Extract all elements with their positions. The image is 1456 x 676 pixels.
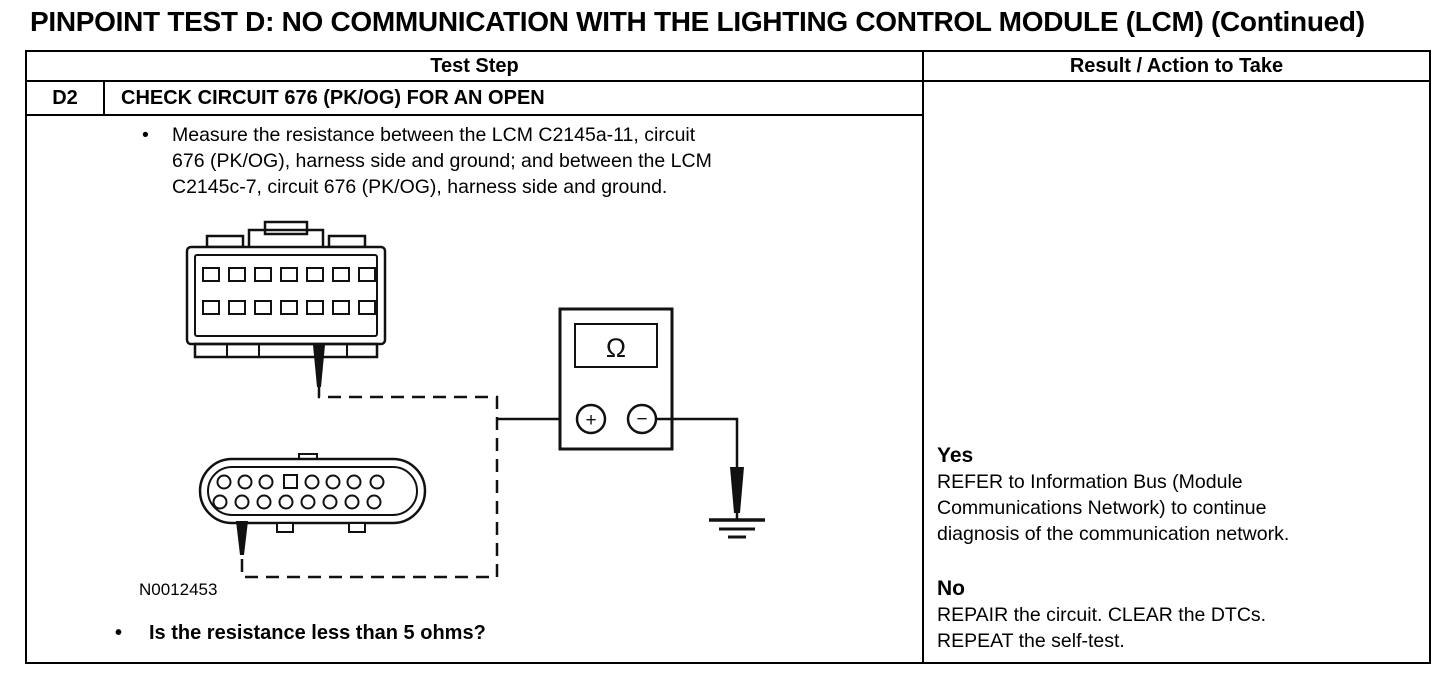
- plus-terminal-icon: [575, 403, 607, 435]
- figure-label: N0012453: [139, 580, 218, 599]
- plus-terminal-label: +: [585, 410, 596, 431]
- step-id-cell: D2: [27, 82, 105, 114]
- page-title: PINPOINT TEST D: NO COMMUNICATION WITH T…: [30, 6, 1365, 37]
- probe-pin-bottom-icon: [236, 521, 248, 555]
- question-block: • Is the resistance less than 5 ohms?: [115, 622, 486, 645]
- column-divider: [922, 52, 924, 662]
- header-underline-left: [27, 80, 922, 82]
- no-label: No: [937, 577, 965, 600]
- yes-action-text: REFER to Information Bus (Module Communi…: [937, 471, 1290, 545]
- test-step-column-header: Test Step: [430, 55, 519, 77]
- multimeter-icon: Ω + −: [558, 307, 674, 451]
- pinpoint-test-table: Test Step Result / Action to Take D2 CHE…: [25, 50, 1431, 664]
- yes-label: Yes: [937, 444, 974, 467]
- circuit-test-diagram: Ω + −: [185, 220, 765, 579]
- step-title-cell: CHECK CIRCUIT 676 (PK/OG) FOR AN OPEN: [107, 82, 922, 114]
- step-row-underline: [27, 114, 922, 116]
- connector-top-icon: [185, 220, 387, 359]
- bullet-icon: •: [115, 622, 123, 644]
- instruction-text: Measure the resistance between the LCM C…: [172, 124, 712, 198]
- no-action-text: REPAIR the circuit. CLEAR the DTCs. REPE…: [937, 604, 1267, 652]
- minus-terminal-label: −: [636, 409, 647, 430]
- bullet-icon: •: [142, 124, 149, 146]
- ohm-symbol: Ω: [606, 333, 626, 363]
- test-lead-minus-icon: [656, 417, 739, 467]
- question-text: Is the resistance less than 5 ohms?: [149, 622, 486, 644]
- result-column-header: Result / Action to Take: [1069, 55, 1284, 77]
- instruction-block: • Measure the resistance between the LCM…: [142, 122, 782, 200]
- connector-bottom-icon: [198, 453, 427, 533]
- test-lead-dashed-icon: [240, 385, 499, 579]
- ground-icon: [709, 467, 765, 539]
- step-id: D2: [52, 87, 78, 109]
- header-underline-right: [924, 80, 1429, 82]
- step-title: CHECK CIRCUIT 676 (PK/OG) FOR AN OPEN: [121, 87, 545, 109]
- probe-pin-top-icon: [313, 345, 325, 387]
- result-cell: Yes REFER to Information Bus (Module Com…: [937, 442, 1423, 654]
